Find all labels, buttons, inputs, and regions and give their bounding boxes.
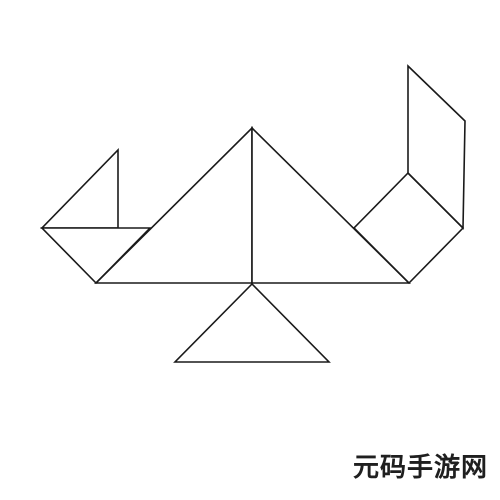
watermark-text: 元码手游网 [352,453,488,483]
parallelogram-top-right [407,64,466,230]
small-triangle-top-left [40,148,119,229]
small-triangle-bottom [173,282,331,363]
large-triangle-left [94,126,253,284]
